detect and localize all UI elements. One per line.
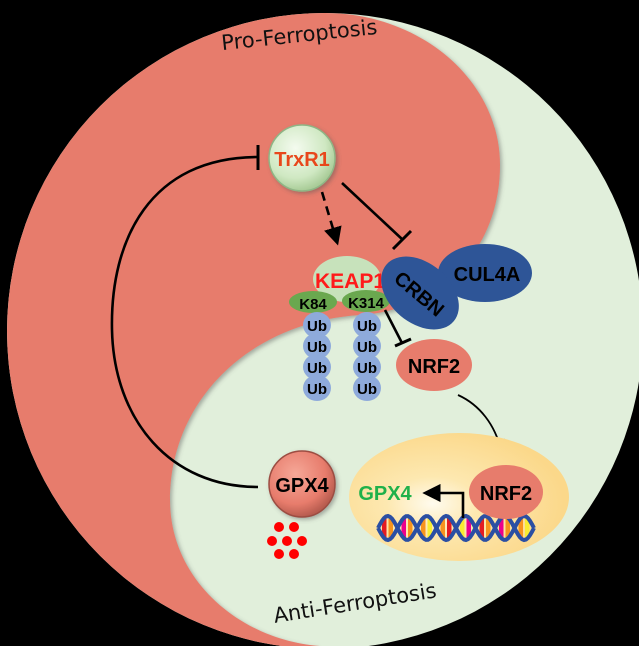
dna-base-pair bbox=[388, 517, 393, 539]
dna-base-pair bbox=[525, 517, 530, 539]
cul4a-label: CUL4A bbox=[454, 264, 521, 286]
nrf2-nucleus-label: NRF2 bbox=[480, 483, 532, 505]
gpx4-gene-label: GPX4 bbox=[358, 483, 412, 505]
ub-label: Ub bbox=[357, 381, 377, 398]
nrf2-nucleus-node: NRF2 bbox=[469, 465, 543, 519]
crbn-node: CRBN bbox=[381, 256, 459, 330]
ros-dot bbox=[267, 536, 277, 546]
gpx4-protein-node: GPX4 bbox=[268, 450, 336, 518]
ub-bead bbox=[303, 354, 331, 380]
trxr1-to-keap1-dashed-arrow bbox=[320, 191, 342, 246]
dna-helix-icon bbox=[376, 513, 536, 543]
dna-base-pair bbox=[427, 517, 432, 539]
dna-base-pair bbox=[440, 518, 445, 538]
ros-dot bbox=[274, 522, 284, 532]
gpx4-inhibits-trxr1-arc bbox=[110, 155, 259, 489]
ub-label: Ub bbox=[307, 318, 327, 335]
inhibition-bar-nrf2 bbox=[394, 337, 412, 348]
k84-site: K84 bbox=[289, 291, 337, 313]
ros-dot bbox=[297, 536, 307, 546]
ub-bead bbox=[303, 333, 331, 359]
dna-base-pair bbox=[505, 517, 510, 539]
ub-bead bbox=[353, 354, 381, 380]
ub-label: Ub bbox=[357, 339, 377, 356]
k84-label: K84 bbox=[299, 296, 327, 313]
dna-base-pair bbox=[460, 518, 465, 538]
inhibition-bar-crbn bbox=[391, 229, 413, 251]
dna-base-pair bbox=[486, 517, 491, 539]
lipid-ros-dots-icon bbox=[267, 522, 307, 559]
pro-ferroptosis-region bbox=[7, 13, 500, 646]
keap1-label: KEAP1 bbox=[315, 270, 385, 293]
ub-bead bbox=[353, 375, 381, 401]
k314-site: K314 bbox=[342, 290, 390, 312]
gpx4-protein-label: GPX4 bbox=[275, 475, 329, 497]
dna-base-pair bbox=[466, 517, 471, 539]
nrf2-cytoplasm-label: NRF2 bbox=[408, 356, 460, 378]
nrf2-cytoplasm-node: NRF2 bbox=[396, 339, 472, 391]
dna-base-pair bbox=[447, 517, 452, 539]
dna-base-pair bbox=[479, 518, 484, 538]
ros-dot bbox=[282, 536, 292, 546]
dna-base-pair bbox=[421, 518, 426, 538]
ros-dot bbox=[289, 549, 299, 559]
ub-label: Ub bbox=[357, 360, 377, 377]
trxr1-node: TrxR1 bbox=[268, 124, 336, 192]
ub-bead bbox=[303, 375, 331, 401]
transcription-arrow bbox=[422, 483, 465, 518]
trxr1-inhibits-crbn-line bbox=[341, 182, 404, 241]
dna-base-pair bbox=[382, 518, 387, 538]
ub-bead bbox=[353, 333, 381, 359]
ros-dot bbox=[274, 549, 284, 559]
cul4a-node: CUL4A bbox=[438, 244, 532, 302]
dna-base-pair bbox=[499, 518, 504, 538]
ub-bead bbox=[353, 312, 381, 338]
keap1-inhibits-nrf2-line bbox=[383, 309, 404, 344]
dna-base-pair bbox=[401, 518, 406, 538]
ub-label: Ub bbox=[357, 318, 377, 335]
ros-dot bbox=[289, 522, 299, 532]
ub-label: Ub bbox=[307, 339, 327, 356]
ub-label: Ub bbox=[307, 381, 327, 398]
dna-base-pair bbox=[408, 517, 413, 539]
dna-base-pair bbox=[518, 518, 523, 538]
k314-label: K314 bbox=[348, 295, 385, 312]
ub-bead bbox=[303, 312, 331, 338]
trxr1-label: TrxR1 bbox=[274, 149, 330, 171]
ub-label: Ub bbox=[307, 360, 327, 377]
